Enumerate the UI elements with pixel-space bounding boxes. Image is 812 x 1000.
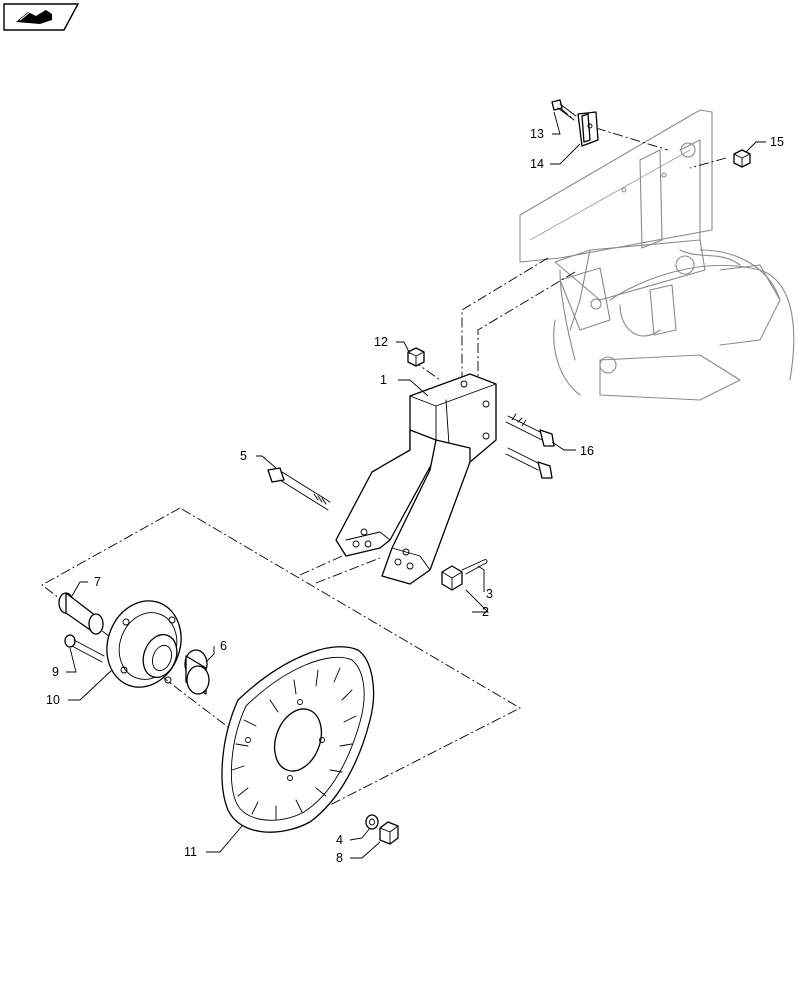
part-8-nut [379, 821, 399, 845]
callout-13: 13 [530, 127, 544, 141]
callout-9: 9 [52, 665, 59, 679]
part-14-clip [577, 111, 599, 147]
part-16-bolts [505, 413, 555, 479]
parts-catalog-nav-button[interactable] [3, 3, 80, 31]
part-1-arm-bracket [335, 373, 497, 585]
callout-2: 2 [482, 605, 489, 619]
callout-11: 11 [184, 845, 197, 859]
part-10-hub [106, 600, 182, 688]
callout-1: 1 [380, 373, 387, 387]
part-5-bolt [267, 467, 331, 511]
callout-15: 15 [770, 135, 784, 149]
callout-10: 10 [46, 693, 60, 707]
callout-4: 4 [336, 833, 343, 847]
callout-14: 14 [530, 157, 544, 171]
callout-8: 8 [336, 851, 343, 865]
machine-frame-ghost [519, 109, 795, 401]
part-7-spacer [58, 592, 104, 635]
part-15-nut [733, 149, 751, 168]
leader-lines [66, 111, 766, 859]
callout-16: 16 [580, 444, 594, 458]
part-3-cotter-pin [461, 559, 488, 575]
part-6-bushing [184, 649, 210, 695]
assembly-center-lines [41, 107, 727, 806]
part-2-castle-nut [441, 565, 463, 591]
book-arrow-icon [16, 10, 52, 24]
part-12-nut [407, 347, 425, 367]
part-9-bolt [64, 634, 105, 663]
part-11-disc [221, 646, 375, 833]
part-13-bolt [551, 99, 577, 121]
callout-7: 7 [94, 575, 101, 589]
callout-6: 6 [220, 639, 227, 653]
callout-12: 12 [374, 335, 388, 349]
part-4-washer [365, 814, 379, 830]
callout-5: 5 [240, 449, 247, 463]
callout-labels: 1 2 3 4 5 6 7 8 9 10 11 12 13 14 15 16 [46, 127, 784, 865]
callout-3: 3 [486, 587, 493, 601]
